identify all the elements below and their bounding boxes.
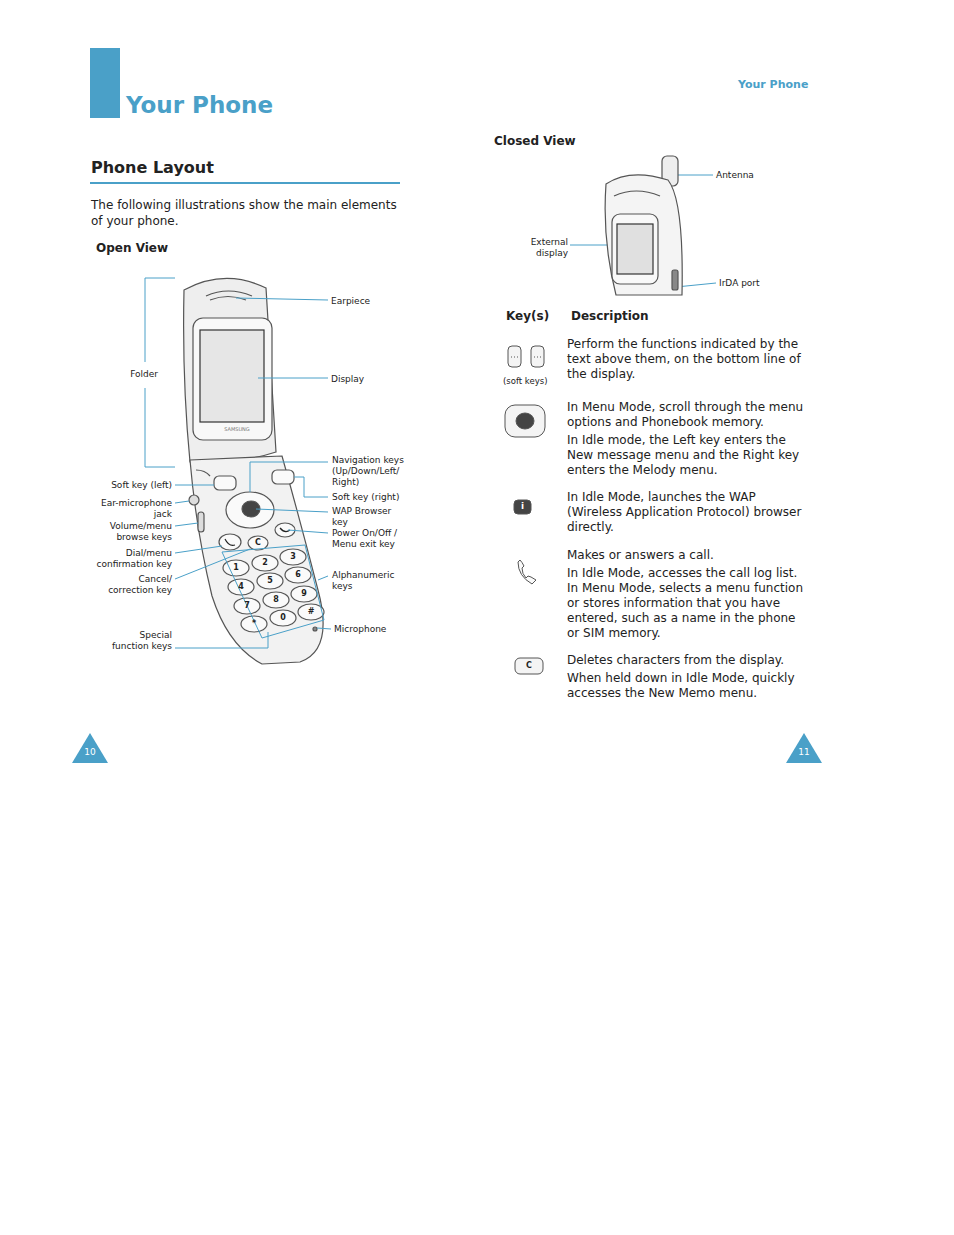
table-cell: In Idle Mode, accesses the call log list… — [567, 566, 805, 641]
table-cell: In Idle mode, the Left key enters the Ne… — [567, 433, 805, 478]
callout-label: Folder — [110, 369, 158, 380]
key-legend: 6 — [291, 570, 305, 580]
callout-label: Special function keys — [106, 630, 172, 652]
key-icons — [505, 346, 545, 674]
table-cell: Makes or answers a call. — [567, 548, 805, 563]
callout-label: Microphone — [334, 624, 414, 635]
key-legend: # — [304, 607, 318, 617]
table-cell: In Menu Mode, scroll through the menu op… — [567, 400, 805, 430]
open-phone-illustration — [184, 278, 324, 664]
triangle-fill — [786, 733, 822, 763]
section-rule — [90, 182, 400, 184]
page-number: 10 — [72, 747, 108, 757]
key-legend: C — [252, 538, 264, 548]
callout-label: Display — [331, 374, 411, 385]
key-legend: 8 — [269, 595, 283, 605]
callout-label: Volume/menu browse keys — [102, 521, 172, 543]
key-legend: 9 — [297, 589, 311, 599]
callout-label: External display — [522, 237, 568, 259]
triangle-fill — [72, 733, 108, 763]
key-legend: 0 — [276, 613, 290, 623]
key-legend: i — [517, 501, 529, 512]
callout-label: Soft key (left) — [82, 480, 172, 491]
table-cell: Perform the functions indicated by the t… — [567, 337, 805, 382]
page-number-badge: 10 — [72, 733, 108, 763]
callout-label: WAP Browser key — [332, 506, 394, 528]
key-legend: C — [523, 661, 535, 671]
section-heading: Phone Layout — [91, 158, 391, 177]
callout-label: Dial/menu confirmation key — [92, 548, 172, 570]
callout-label: Antenna — [716, 170, 776, 181]
page-number-badge: 11 — [786, 733, 822, 763]
view-heading: Closed View — [494, 134, 614, 148]
closed-phone-illustration — [605, 156, 682, 295]
key-legend: 4 — [234, 582, 248, 592]
body-text: The following illustrations show the mai… — [91, 197, 403, 229]
callout-label: Soft key (right) — [332, 492, 427, 503]
brand-mark: SAMSUNG — [207, 426, 267, 432]
callout-label: Power On/Off / Menu exit key — [332, 528, 404, 550]
key-legend: 7 — [240, 601, 254, 611]
key-legend: 1 — [229, 563, 243, 573]
table-header: Key(s) — [506, 309, 566, 323]
icon-caption: (soft keys) — [503, 376, 559, 386]
callout-label: Ear-microphone jack — [100, 498, 172, 520]
table-cell: When held down in Idle Mode, quickly acc… — [567, 671, 805, 701]
running-header: Your Phone — [738, 78, 818, 91]
table-cell: Deletes characters from the display. — [567, 653, 805, 668]
key-legend: * — [247, 619, 261, 629]
callout-label: IrDA port — [719, 278, 789, 289]
callout-label: Navigation keys (Up/Down/Left/ Right) — [332, 455, 412, 487]
page-number: 11 — [786, 747, 822, 757]
key-legend: 2 — [258, 558, 272, 568]
page-title: Your Phone — [126, 92, 273, 120]
key-legend: 5 — [263, 576, 277, 586]
callout-label: Earpiece — [331, 296, 411, 307]
view-heading: Open View — [96, 241, 216, 255]
table-cell: In Idle Mode, launches the WAP (Wireless… — [567, 490, 805, 535]
heading-bar — [90, 48, 120, 118]
table-header: Description — [571, 309, 671, 323]
callout-label: Alphanumeric keys — [332, 570, 402, 592]
key-legend: 3 — [286, 552, 300, 562]
callout-label: Cancel/ correction key — [106, 574, 172, 596]
